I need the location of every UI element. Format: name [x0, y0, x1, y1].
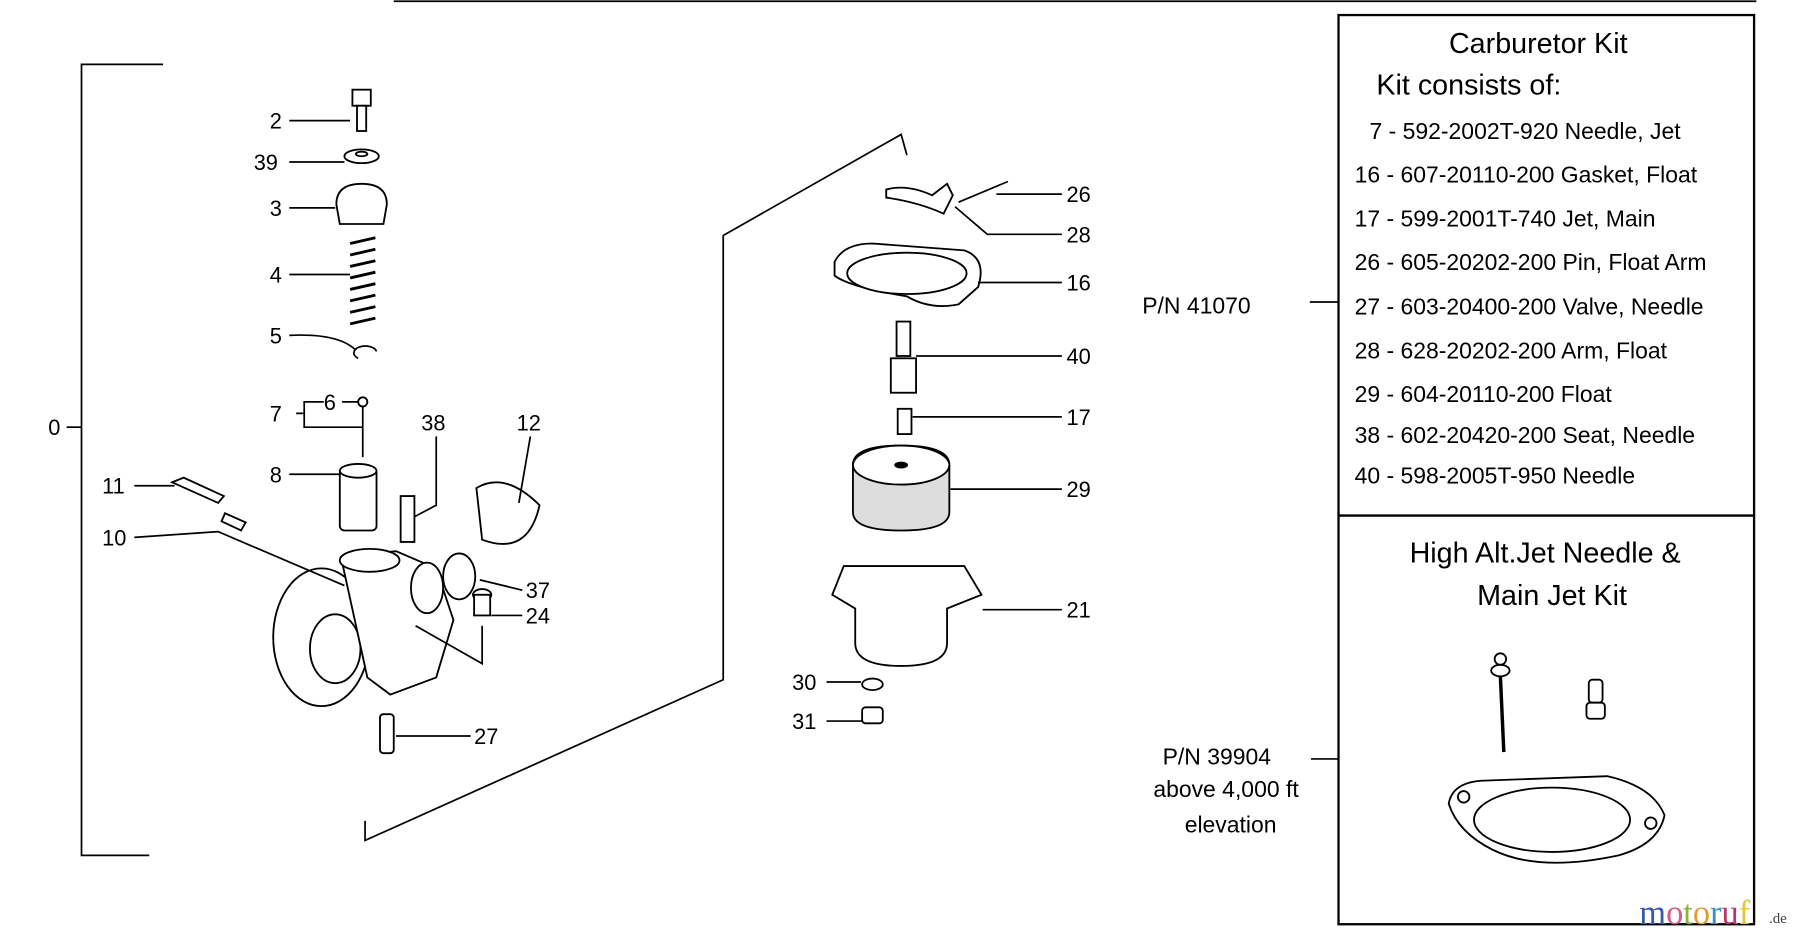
callout-4: 4 — [270, 263, 282, 288]
callout-21: 21 — [1066, 598, 1090, 623]
callout-12: 12 — [517, 411, 541, 436]
callout-labels: 2 39 3 4 5 6 7 8 38 12 11 10 37 24 27 26… — [102, 109, 1091, 749]
callout-31: 31 — [792, 709, 816, 734]
assembly-ref-label: 0 — [48, 415, 60, 440]
carburetor-kit-subtitle: Kit consists of: — [1376, 69, 1561, 101]
callout-7: 7 — [270, 401, 282, 426]
callout-27: 27 — [474, 724, 498, 749]
high-alt-kit-note-line1: above 4,000 ft — [1153, 776, 1299, 802]
kit-panel: P/N 41070 Carburetor Kit Kit consists of… — [1142, 13, 1756, 926]
callout-37: 37 — [526, 578, 550, 603]
kit-item: 38 - 602-20420-200 Seat, Needle — [1355, 422, 1696, 448]
carburetor-body-parts — [169, 88, 541, 755]
carburetor-kit-items: 7 - 592-2002T-920 Needle, Jet 16 - 607-2… — [1355, 118, 1707, 488]
kit-item: 7 - 592-2002T-920 Needle, Jet — [1370, 118, 1682, 144]
float-bowl-parts — [831, 180, 1009, 725]
high-alt-kit-note-line2: elevation — [1185, 811, 1277, 837]
callout-24: 24 — [526, 603, 550, 628]
callout-28: 28 — [1066, 222, 1090, 247]
high-alt-kit-part-number: P/N 39904 — [1163, 744, 1272, 770]
kit-item: 26 - 605-20202-200 Pin, Float Arm — [1355, 249, 1707, 275]
callout-39: 39 — [254, 150, 278, 175]
kit-item: 17 - 599-2001T-740 Jet, Main — [1355, 205, 1656, 231]
callout-17: 17 — [1066, 405, 1090, 430]
callout-38: 38 — [421, 411, 445, 436]
motoruf-logo: motoruf .de — [1639, 894, 1787, 932]
callout-11: 11 — [102, 474, 125, 499]
high-alt-kit-title-line1: High Alt.Jet Needle & — [1410, 538, 1681, 570]
callout-leaders — [134, 119, 1062, 737]
svg-text:.de: .de — [1769, 911, 1787, 927]
assembly-bracket: 0 — [48, 63, 164, 857]
high-alt-kit-parts — [1447, 652, 1666, 864]
kit-item: 27 - 603-20400-200 Valve, Needle — [1355, 294, 1704, 320]
carburetor-kit-title: Carburetor Kit — [1449, 28, 1628, 60]
group-connector-line — [364, 133, 908, 842]
callout-16: 16 — [1066, 271, 1090, 296]
kit-item: 40 - 598-2005T-950 Needle — [1355, 462, 1636, 488]
kit-item: 29 - 604-20110-200 Float — [1355, 381, 1613, 407]
callout-3: 3 — [270, 196, 282, 221]
callout-29: 29 — [1066, 477, 1090, 502]
callout-10: 10 — [102, 525, 126, 550]
carburetor-kit-part-number: P/N 41070 — [1142, 293, 1250, 319]
callout-30: 30 — [792, 670, 816, 695]
callout-26: 26 — [1066, 182, 1090, 207]
callout-8: 8 — [270, 462, 282, 487]
high-alt-kit-title-line2: Main Jet Kit — [1477, 580, 1627, 612]
callout-40: 40 — [1066, 344, 1090, 369]
svg-text:motoruf: motoruf — [1639, 894, 1750, 932]
callout-5: 5 — [270, 323, 282, 348]
kit-item: 28 - 628-20202-200 Arm, Float — [1355, 337, 1668, 363]
kit-item: 16 - 607-20110-200 Gasket, Float — [1355, 162, 1698, 188]
callout-6: 6 — [324, 390, 336, 415]
callout-2: 2 — [270, 109, 282, 134]
